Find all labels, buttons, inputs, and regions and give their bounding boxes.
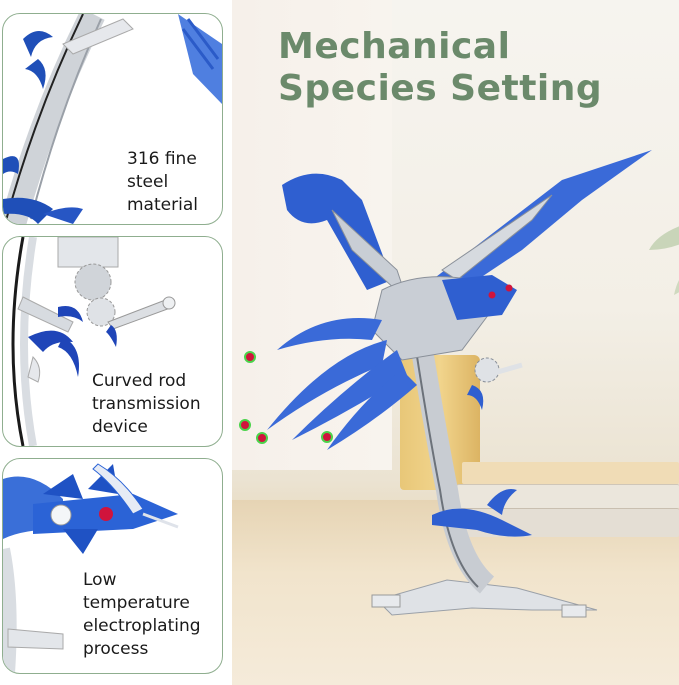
- feature-caption-electroplating: Low temperature electroplating process: [83, 569, 201, 661]
- caption-line: device: [92, 417, 148, 437]
- caption-line: process: [83, 639, 149, 659]
- feature-caption-steel: 316 fine steel material: [127, 148, 198, 217]
- book-top: [462, 462, 679, 484]
- feature-card-steel: 316 fine steel material: [2, 13, 223, 225]
- gear-transmission-closeup-icon: [11, 237, 176, 446]
- caption-line: transmission: [92, 394, 201, 414]
- caption-line: material: [127, 195, 198, 215]
- feature-card-transmission: Curved rod transmission device: [2, 236, 223, 447]
- caption-line: Low: [83, 570, 117, 590]
- title-line-2: Species Setting: [278, 68, 603, 109]
- caption-line: 316 fine: [127, 149, 197, 169]
- plant-leaf-icon: [649, 226, 679, 295]
- caption-line: temperature: [83, 593, 190, 613]
- caption-line: electroplating: [83, 616, 201, 636]
- page-title: Mechanical Species Setting: [278, 26, 658, 110]
- feature-card-electroplating: Low temperature electroplating process: [2, 458, 223, 674]
- title-line-1: Mechanical: [278, 26, 511, 67]
- caption-line: steel: [127, 172, 169, 192]
- feature-column: 316 fine steel material Curved rod trans…: [0, 0, 232, 685]
- steel-rod-closeup-icon: [3, 14, 222, 224]
- caption-line: Curved rod: [92, 371, 187, 391]
- product-scene: Mechanical Species Setting: [232, 0, 679, 685]
- phoenix-head-closeup-icon: [3, 463, 179, 673]
- feature-caption-transmission: Curved rod transmission device: [92, 370, 201, 439]
- mechanical-phoenix-model-icon: [239, 150, 652, 618]
